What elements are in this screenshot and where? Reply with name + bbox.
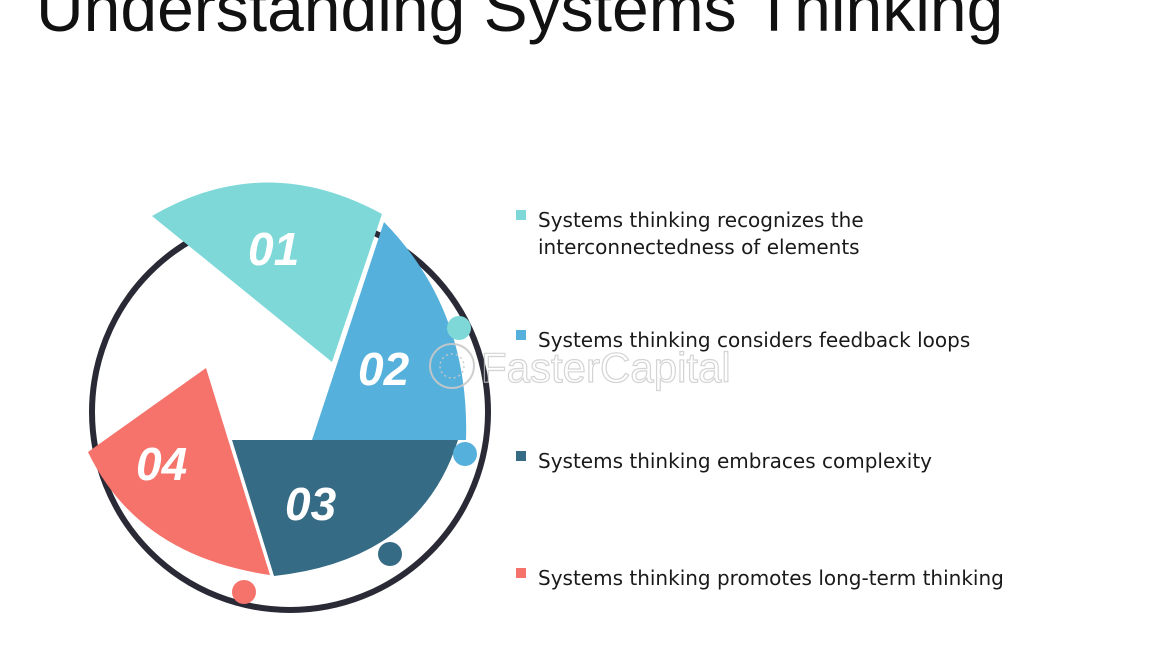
legend-square-3 [516,451,526,461]
segment-03-shape [232,440,458,576]
slide-title: Understanding Systems Thinking [36,0,1004,45]
segment-01-dot [447,316,471,340]
watermark: FasterCapital [429,343,731,392]
segment-04: 04 [88,368,270,575]
legend-text-3: Systems thinking embraces complexity [538,449,933,473]
legend-square-2 [516,330,526,340]
segment-04-dot [232,580,256,604]
legend-square-4 [516,568,526,578]
segment-01-shape [152,182,382,362]
legend-text-2: Systems thinking considers feedback loop… [538,328,971,352]
segment-03-dot [378,542,402,566]
segment-02-shape [312,222,467,440]
segment-04-number: 04 [136,438,187,490]
segment-02-dot [453,442,477,466]
watermark-logo-inner-icon [439,353,465,379]
segment-02: 02 [312,222,467,440]
watermark-logo-icon [429,343,475,389]
segment-03: 03 [232,440,458,576]
watermark-text: FasterCapital [481,344,731,391]
segment-04-shape [88,368,270,575]
legend-square-1 [516,210,526,220]
legend-text-4: Systems thinking promotes long-term thin… [538,566,1004,590]
segment-01: 01 [152,182,382,362]
legend-text-1: Systems thinking recognizes the intercon… [538,208,864,259]
segment-02-number: 02 [358,343,410,395]
segment-03-number: 03 [285,478,337,530]
segment-01-number: 01 [248,223,299,275]
